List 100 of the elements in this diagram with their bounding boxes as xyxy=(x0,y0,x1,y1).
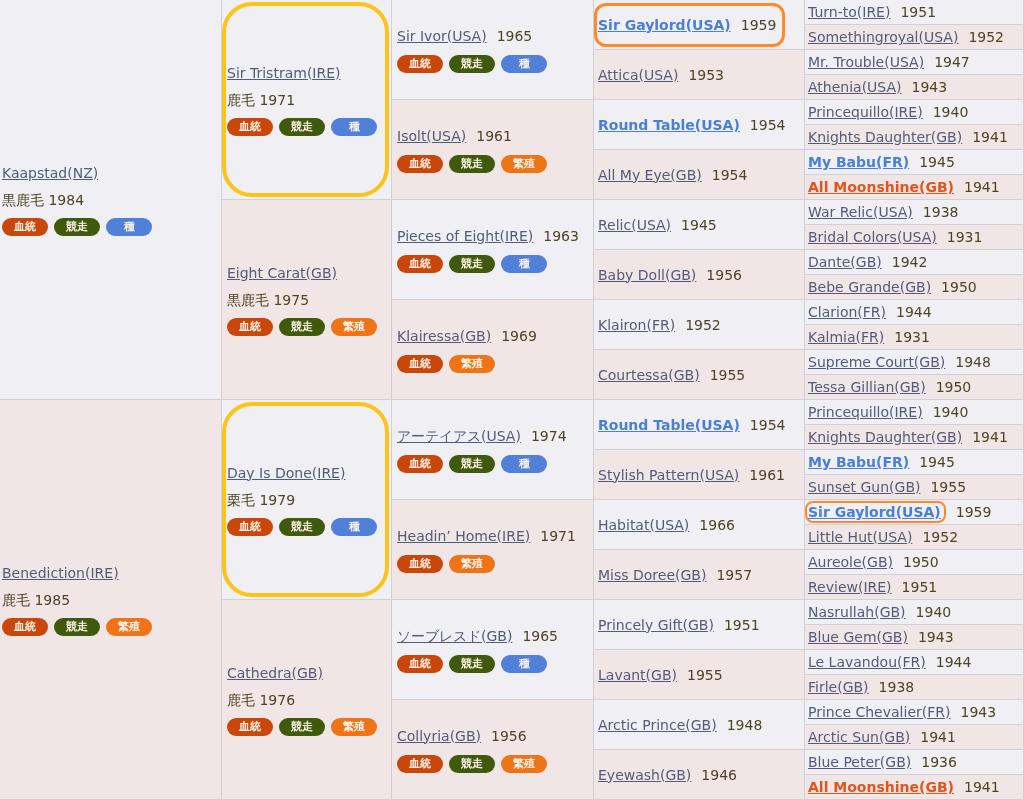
horse-name-link: Kaapstad(NZ) xyxy=(2,163,99,182)
category-badge: 競走 xyxy=(54,617,100,636)
birth-year: 1931 xyxy=(946,228,983,246)
pedigree-cell xyxy=(392,600,594,700)
birth-year: 1952 xyxy=(685,315,721,334)
horse-name-link: Prince Chevalier(FR) xyxy=(808,703,951,721)
pedigree-cell xyxy=(594,500,805,550)
birth-year: 1950 xyxy=(941,278,977,296)
horse-name-link: ソーブレスド(GB) xyxy=(397,626,513,645)
pedigree-cell xyxy=(805,500,1024,525)
horse-name-link: Klairon(FR) xyxy=(598,315,676,334)
birth-year: 1957 xyxy=(716,565,753,584)
birth-year: 1952 xyxy=(968,28,1005,46)
horse-name-link: Mr. Trouble(USA) xyxy=(808,53,925,71)
category-badge: 繁殖 xyxy=(106,617,152,636)
birth-year: 1947 xyxy=(934,53,970,71)
horse-name-link: Bebe Grande(GB) xyxy=(808,278,932,296)
pedigree-cell xyxy=(222,600,392,800)
pedigree-cell xyxy=(805,225,1024,250)
coat-color-and-year: 鹿毛 1985 xyxy=(2,590,71,609)
horse-name-link: Aureole(GB) xyxy=(808,553,893,571)
birth-year: 1943 xyxy=(917,628,954,646)
horse-name-link: My Babu(FR) xyxy=(808,153,910,171)
birth-year: 1931 xyxy=(894,328,930,346)
horse-name-link: Habitat(USA) xyxy=(598,515,690,534)
category-badge: 繁殖 xyxy=(331,317,377,336)
horse-name-link: Tessa Gillian(GB) xyxy=(808,378,926,396)
pedigree-cell xyxy=(805,25,1024,50)
birth-year: 1965 xyxy=(496,26,533,45)
horse-name-link: My Babu(FR) xyxy=(808,453,910,471)
horse-name-link: アーテイアス(USA) xyxy=(397,426,521,445)
pedigree-cell xyxy=(805,375,1024,400)
pedigree-cell xyxy=(805,175,1024,200)
coat-color-and-year: 栗毛 1979 xyxy=(227,490,296,509)
category-badge: 競走 xyxy=(449,54,495,73)
horse-name-link: Nasrullah(GB) xyxy=(808,603,906,621)
horse-name-link: Sir Gaylord(USA) xyxy=(598,15,731,34)
pedigree-cell xyxy=(392,700,594,800)
horse-name-link: Arctic Sun(GB) xyxy=(808,728,911,746)
birth-year: 1952 xyxy=(922,528,959,546)
pedigree-cell xyxy=(805,200,1024,225)
category-badge: 種 xyxy=(106,217,152,236)
pedigree-cell xyxy=(594,250,805,300)
horse-name-link: Bridal Colors(USA) xyxy=(808,228,937,246)
category-badge: 種 xyxy=(501,54,547,73)
birth-year: 1941 xyxy=(963,778,1000,796)
birth-year: 1943 xyxy=(960,703,997,721)
category-badge: 種 xyxy=(331,517,377,536)
horse-name-link: Klairessa(GB) xyxy=(397,326,492,345)
birth-year: 1959 xyxy=(955,503,992,521)
coat-color-and-year: 黒鹿毛 1975 xyxy=(227,290,310,309)
birth-year: 1948 xyxy=(726,715,763,734)
birth-year: 1940 xyxy=(932,103,969,121)
pedigree-cell xyxy=(805,775,1024,800)
category-badge: 血統 xyxy=(397,554,443,573)
pedigree-cell xyxy=(594,100,805,150)
category-badge: 競走 xyxy=(279,117,325,136)
pedigree-cell xyxy=(805,275,1024,300)
pedigree-cell xyxy=(392,100,594,200)
pedigree-cell xyxy=(392,500,594,600)
horse-name-link: Clarion(FR) xyxy=(808,303,887,321)
birth-year: 1941 xyxy=(972,128,1008,146)
pedigree-cell xyxy=(594,50,805,100)
birth-year: 1941 xyxy=(920,728,956,746)
birth-year: 1938 xyxy=(922,203,959,221)
horse-name-link: Lavant(GB) xyxy=(598,665,677,684)
birth-year: 1969 xyxy=(501,326,537,345)
birth-year: 1955 xyxy=(930,478,967,496)
birth-year: 1951 xyxy=(723,615,760,634)
horse-name-link: Review(IRE) xyxy=(808,578,892,596)
pedigree-cell xyxy=(805,100,1024,125)
category-badge: 血統 xyxy=(227,317,273,336)
pedigree-cell xyxy=(805,600,1024,625)
category-badge: 血統 xyxy=(227,117,273,136)
birth-year: 1948 xyxy=(955,353,991,371)
birth-year: 1942 xyxy=(891,253,928,271)
birth-year: 1950 xyxy=(935,378,972,396)
pedigree-cell xyxy=(594,450,805,500)
birth-year: 1955 xyxy=(709,365,746,384)
birth-year: 1936 xyxy=(921,753,957,771)
pedigree-cell xyxy=(805,75,1024,100)
horse-name-link: Sir Ivor(USA) xyxy=(397,26,487,45)
category-badge: 繁殖 xyxy=(501,754,547,773)
category-badge: 競走 xyxy=(279,517,325,536)
horse-name-link: Sir Gaylord(USA) xyxy=(808,503,941,521)
horse-name-link: Pieces of Eight(IRE) xyxy=(397,226,534,245)
birth-year: 1959 xyxy=(740,15,777,34)
horse-name-link: Baby Doll(GB) xyxy=(598,265,697,284)
birth-year: 1961 xyxy=(476,126,512,145)
birth-year: 1955 xyxy=(687,665,723,684)
birth-year: 1944 xyxy=(935,653,972,671)
horse-name-link: Knights Daughter(GB) xyxy=(808,428,963,446)
pedigree-cell xyxy=(805,650,1024,675)
horse-name-link: Princely Gift(GB) xyxy=(598,615,714,634)
pedigree-cell xyxy=(392,0,594,100)
horse-name-link: All Moonshine(GB) xyxy=(808,178,954,196)
pedigree-cell xyxy=(392,200,594,300)
category-badge: 競走 xyxy=(449,754,495,773)
pedigree-cell xyxy=(805,0,1024,25)
horse-name-link: Princequillo(IRE) xyxy=(808,403,923,421)
